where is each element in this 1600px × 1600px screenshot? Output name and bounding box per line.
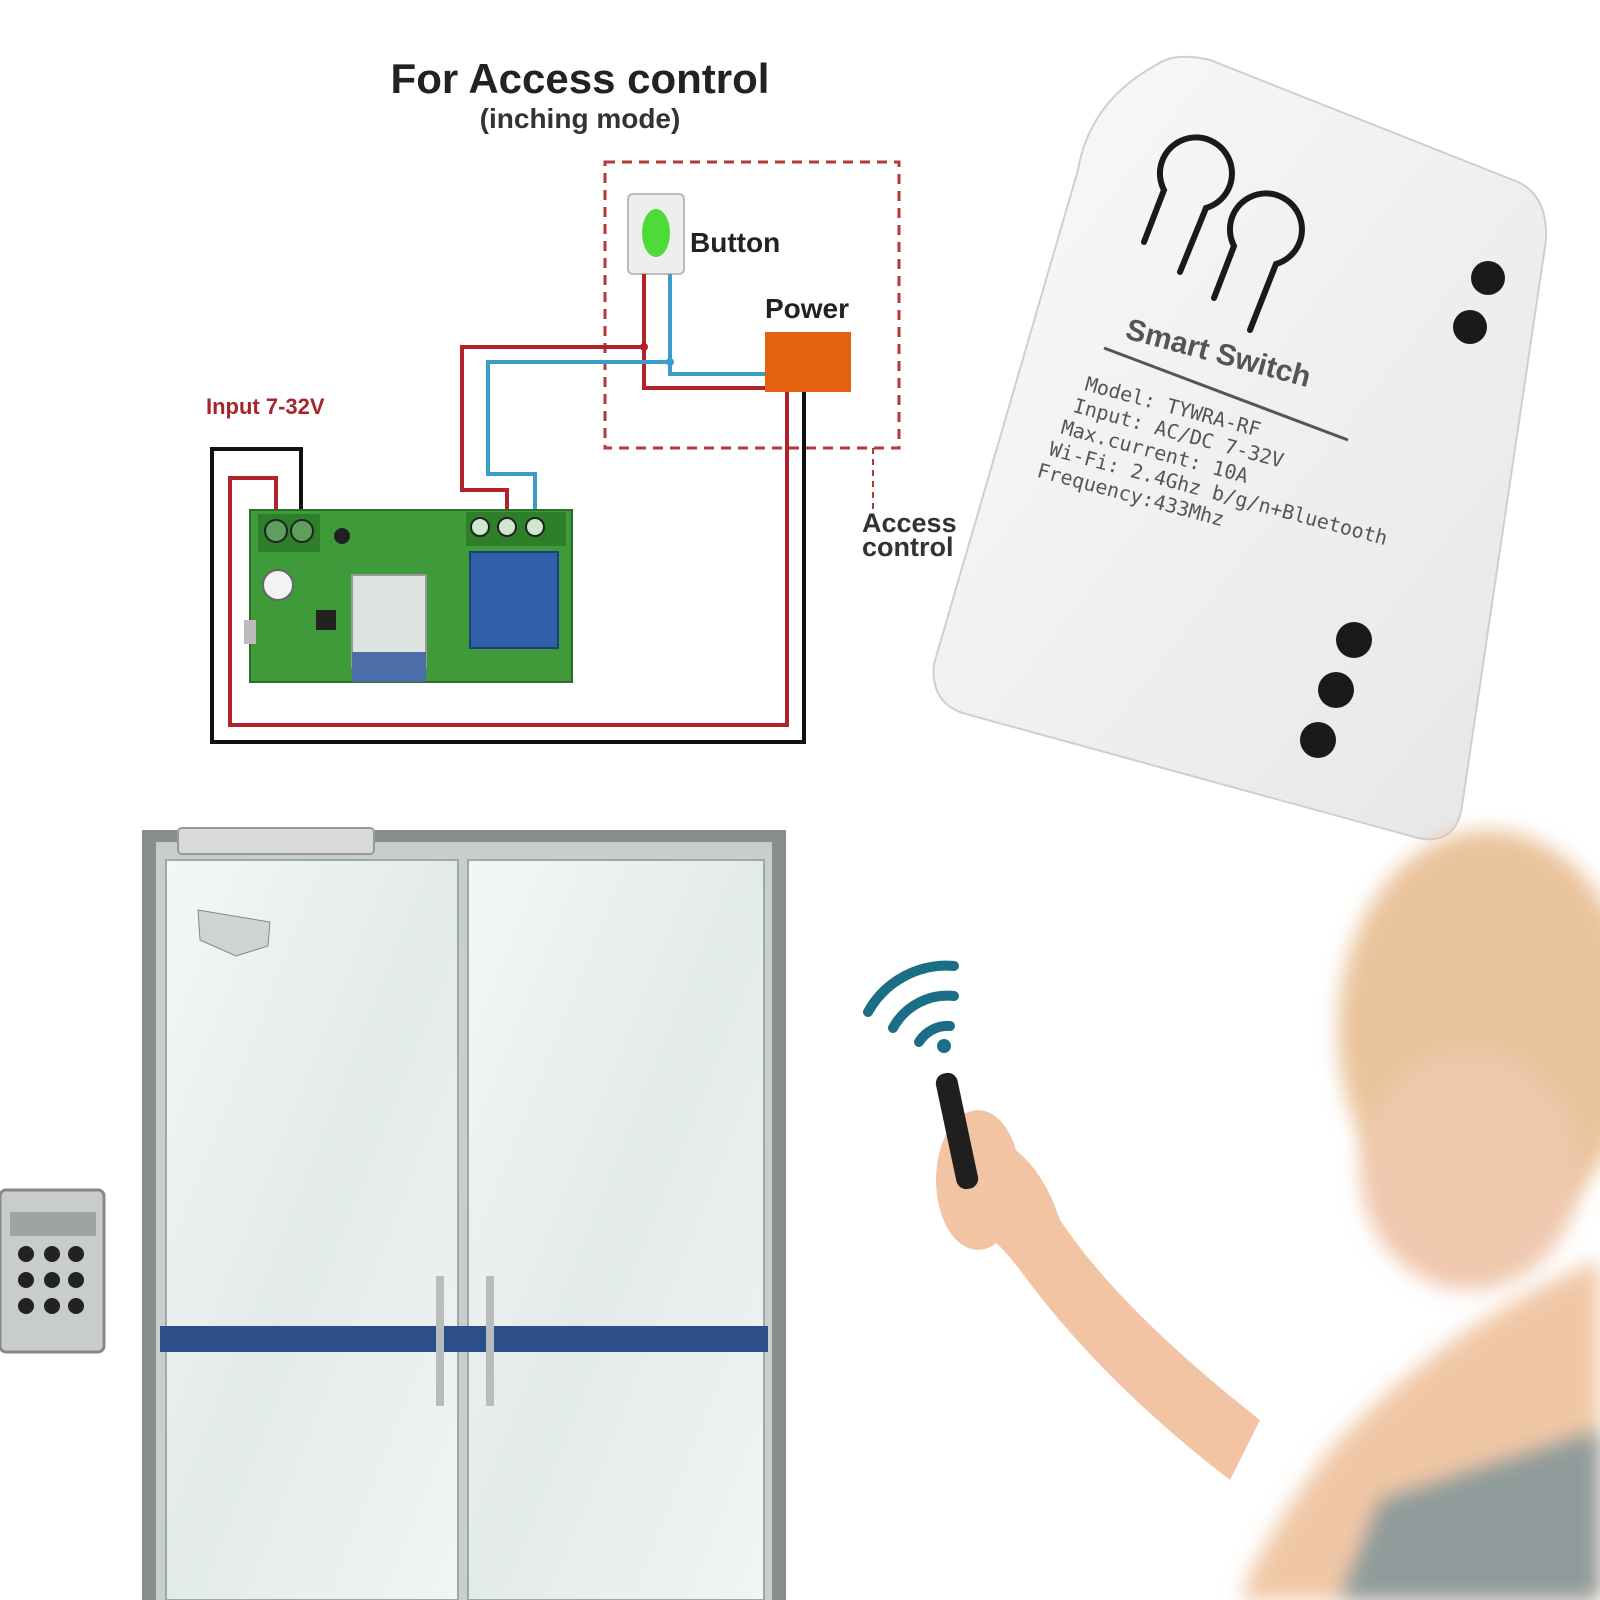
access-control-label-2: control — [862, 532, 954, 562]
wifi-icon — [863, 960, 959, 1053]
pin-hole-icons — [1141, 134, 1305, 333]
keypad-icon — [0, 1188, 106, 1354]
button-label: Button — [690, 227, 780, 258]
push-button-icon — [627, 193, 685, 275]
door-rail — [160, 1326, 768, 1352]
remote-control-icon — [935, 1072, 979, 1190]
diagram-title: For Access control — [391, 55, 770, 102]
person-with-remote — [935, 830, 1600, 1600]
wiring — [210, 274, 806, 744]
input-voltage-label: Input 7-32V — [206, 394, 325, 419]
power-supply-block — [765, 332, 851, 392]
relay-board-icon — [244, 509, 573, 683]
door-closer — [177, 827, 375, 855]
device-name-underline — [1103, 346, 1349, 442]
diagram-subtitle: (inching mode) — [480, 103, 681, 134]
access-control-label-1: Access — [862, 508, 957, 538]
smart-switch-device: Smart Switch Model: TYWRA-RF Input: AC/D… — [932, 55, 1548, 841]
power-label: Power — [765, 293, 849, 324]
terminal-screws — [1300, 261, 1505, 758]
door-icon — [142, 827, 786, 1600]
